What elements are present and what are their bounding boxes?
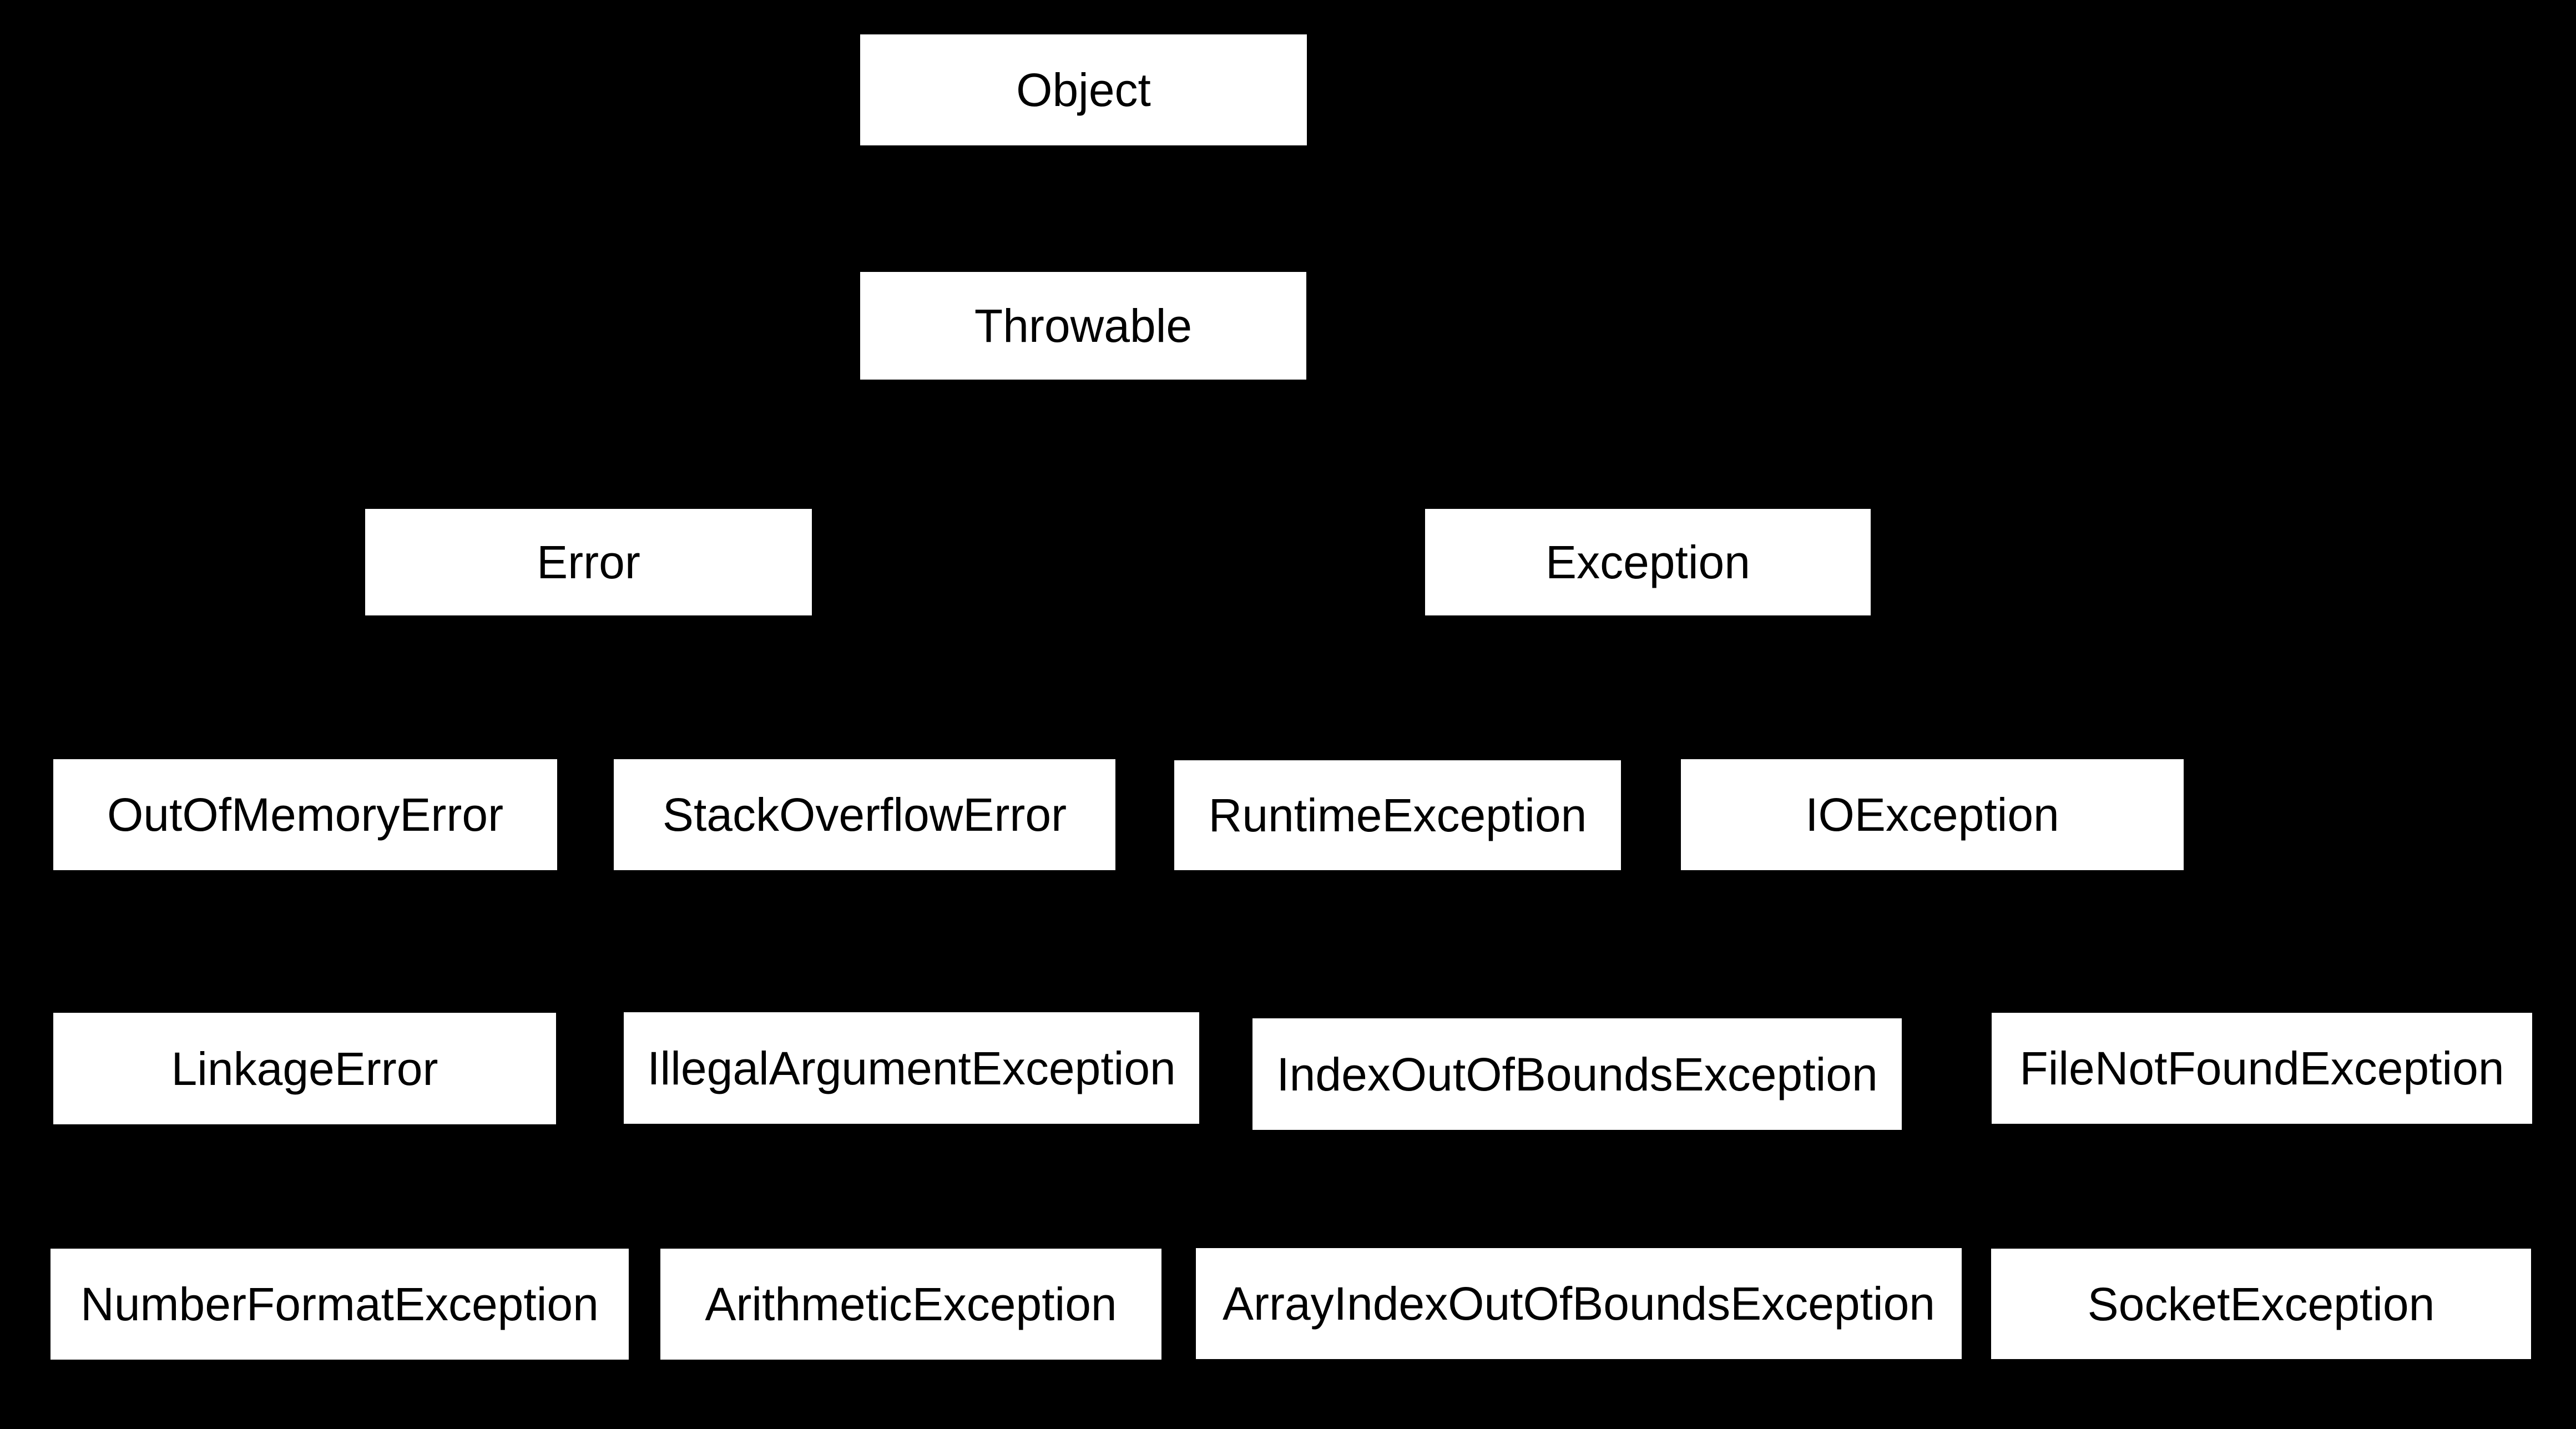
- node-socket-exception-label: SocketException: [2087, 1277, 2435, 1330]
- node-index-out-of-bounds-exception: IndexOutOfBoundsException: [1252, 1018, 1902, 1130]
- node-error-label: Error: [537, 536, 640, 588]
- node-runtime-exception: RuntimeException: [1174, 760, 1621, 870]
- node-exception-label: Exception: [1545, 536, 1750, 588]
- node-number-format-exception-label: NumberFormatException: [80, 1278, 599, 1330]
- node-array-index-out-of-bounds-exception: ArrayIndexOutOfBoundsException: [1196, 1248, 1962, 1359]
- node-file-not-found-exception: FileNotFoundException: [1992, 1013, 2532, 1124]
- node-file-not-found-exception-label: FileNotFoundException: [2019, 1042, 2504, 1094]
- node-exception: Exception: [1425, 509, 1871, 615]
- node-out-of-memory-error-label: OutOfMemoryError: [107, 789, 504, 841]
- node-error: Error: [365, 509, 812, 615]
- node-object-label: Object: [1016, 64, 1151, 116]
- node-io-exception-label: IOException: [1805, 789, 2059, 841]
- node-io-exception: IOException: [1681, 759, 2184, 870]
- node-runtime-exception-label: RuntimeException: [1208, 789, 1587, 841]
- node-out-of-memory-error: OutOfMemoryError: [53, 759, 557, 870]
- node-index-out-of-bounds-exception-label: IndexOutOfBoundsException: [1276, 1048, 1878, 1100]
- node-linkage-error: LinkageError: [53, 1013, 556, 1124]
- node-throwable-label: Throwable: [974, 300, 1193, 352]
- node-arithmetic-exception: ArithmeticException: [660, 1249, 1161, 1360]
- node-linkage-error-label: LinkageError: [171, 1042, 438, 1095]
- node-illegal-argument-exception: IllegalArgumentException: [624, 1012, 1199, 1124]
- node-stack-overflow-error-label: StackOverflowError: [662, 789, 1067, 841]
- node-illegal-argument-exception-label: IllegalArgumentException: [647, 1042, 1176, 1094]
- node-array-index-out-of-bounds-exception-label: ArrayIndexOutOfBoundsException: [1222, 1277, 1936, 1330]
- node-object: Object: [860, 34, 1307, 145]
- node-number-format-exception: NumberFormatException: [50, 1249, 629, 1360]
- node-stack-overflow-error: StackOverflowError: [614, 759, 1115, 870]
- node-throwable: Throwable: [860, 272, 1306, 380]
- node-arithmetic-exception-label: ArithmeticException: [705, 1278, 1117, 1330]
- node-socket-exception: SocketException: [1991, 1249, 2531, 1359]
